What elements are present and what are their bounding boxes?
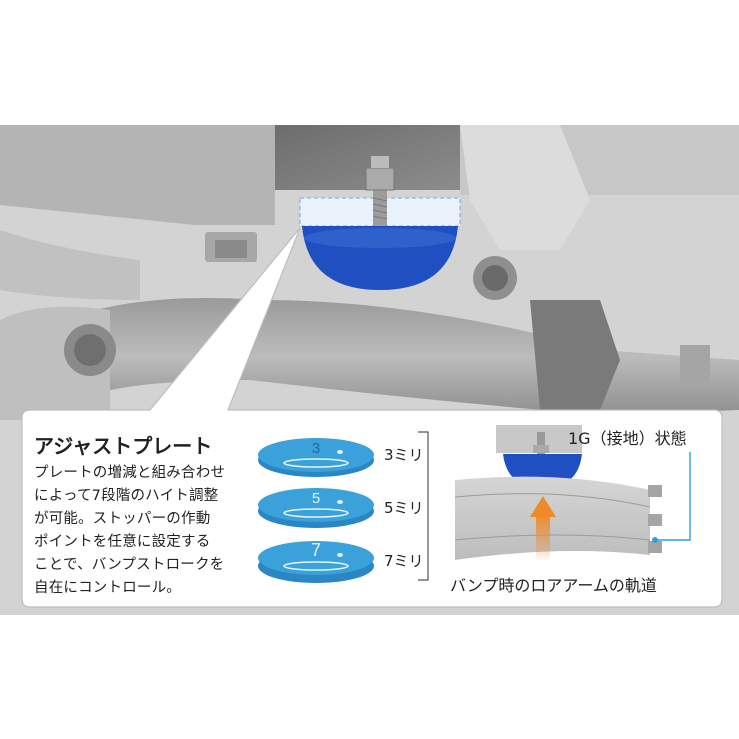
mini-arm	[455, 476, 650, 560]
callout-text-line: によって7段階のハイト調整	[34, 488, 219, 504]
plate-bracket	[418, 431, 429, 581]
callout-title: アジャストプレート	[34, 434, 213, 458]
callout-text-line: が可能。ストッパーの作動	[34, 511, 211, 527]
bump-arrow	[536, 515, 550, 560]
state-label: 1G（接地）状態	[568, 429, 687, 448]
plate-digit-5: 5	[312, 490, 320, 507]
plate-7mm	[258, 541, 374, 583]
trajectory-label: バンプ時のロアアームの軌道	[450, 576, 657, 595]
plate-size-label-3: 3ミリ	[384, 446, 424, 464]
state-leader-line	[658, 452, 691, 541]
bump-arrow-head	[530, 496, 556, 517]
plate-size-label-5: 5ミリ	[384, 499, 424, 517]
plate-5mm	[258, 488, 374, 528]
callout-text-line: プレートの増減と組み合わせ	[34, 465, 226, 481]
plate-3mm	[258, 438, 374, 477]
plate-size-label-7: 7ミリ	[384, 552, 424, 570]
plate-digit-3: 3	[312, 440, 320, 457]
callout-text-line: ことで、バンプストロークを	[34, 557, 225, 573]
chassis-block	[0, 125, 275, 225]
callout-text-line: ポイントを任意に設定する	[34, 534, 211, 550]
plate-digit-7: 7	[311, 540, 321, 560]
callout-text-line: 自在にコントロール。	[34, 580, 181, 596]
